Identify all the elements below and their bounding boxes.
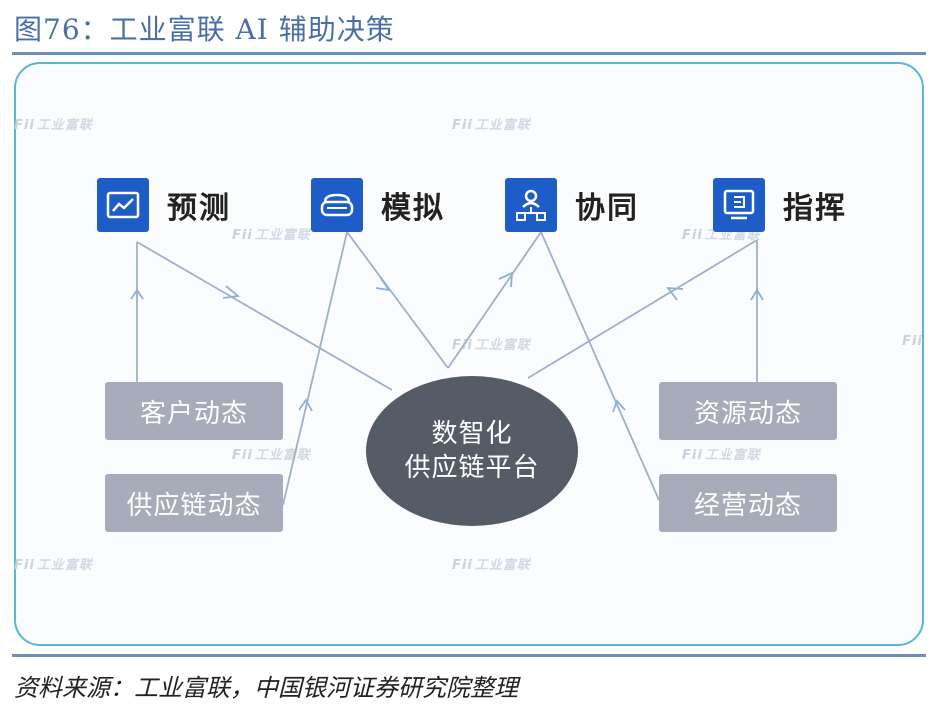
watermark-logo: Fii bbox=[452, 118, 473, 133]
link-simulation-supplychain bbox=[282, 231, 348, 506]
watermark-logo: Fii bbox=[902, 334, 923, 349]
arrow-supplychain-simulation bbox=[298, 398, 313, 412]
link-hub-command bbox=[527, 239, 758, 379]
hub-line-1: 数智化 bbox=[431, 419, 513, 449]
arrow-forecast-hub bbox=[222, 285, 241, 299]
watermark-logo: Fii bbox=[682, 228, 703, 243]
arrow-simulation-hub bbox=[375, 276, 391, 292]
node-hub: 数智化 供应链平台 bbox=[366, 376, 578, 526]
node-collaboration: 协同 bbox=[505, 178, 639, 232]
watermark-text: 工业富联 bbox=[704, 448, 761, 463]
node-collaboration-label: 协同 bbox=[575, 191, 639, 226]
arrow-hub-command bbox=[666, 286, 684, 301]
source-divider bbox=[12, 654, 926, 657]
watermark-logo: Fii bbox=[452, 558, 473, 573]
watermark-text: 工业富联 bbox=[36, 558, 93, 573]
node-forecast-label: 预测 bbox=[167, 191, 231, 226]
node-customer: 客户动态 bbox=[105, 382, 283, 440]
link-hub-collaboration bbox=[447, 231, 542, 369]
node-command: 指挥 bbox=[713, 178, 847, 232]
figure-source: 资料来源：工业富联，中国银河证券研究院整理 bbox=[14, 674, 518, 702]
line-chart-icon bbox=[97, 178, 149, 232]
node-simulation-label: 模拟 bbox=[381, 191, 445, 226]
watermark: Fii bbox=[902, 334, 925, 349]
node-operation: 经营动态 bbox=[659, 474, 837, 532]
link-simulation-hub bbox=[346, 231, 449, 369]
hub-line-2: 供应链平台 bbox=[404, 453, 540, 483]
watermark-text: 工业富联 bbox=[474, 558, 531, 573]
watermark-logo: Fii bbox=[232, 448, 253, 463]
title-divider bbox=[12, 52, 926, 55]
link-forecast-hub bbox=[136, 241, 393, 391]
arrow-hub-collaboration bbox=[498, 271, 514, 288]
watermark-text: 工业富联 bbox=[254, 228, 311, 243]
arrow-operation-collaboration bbox=[612, 399, 626, 413]
figure-title: 图76：工业富联 AI 辅助决策 bbox=[14, 13, 395, 46]
watermark-text: 工业富联 bbox=[474, 118, 531, 133]
link-collaboration-operation bbox=[540, 231, 660, 501]
watermark-logo: Fii bbox=[14, 558, 35, 573]
watermark-text: 工业富联 bbox=[36, 118, 93, 133]
node-command-label: 指挥 bbox=[783, 191, 847, 226]
watermark-logo: Fii bbox=[682, 448, 703, 463]
monitor-icon bbox=[713, 178, 765, 232]
watermark-logo: Fii bbox=[14, 118, 35, 133]
watermark-logo: Fii bbox=[232, 228, 253, 243]
arrow-resource-command bbox=[750, 288, 764, 301]
arrow-customer-forecast bbox=[130, 288, 144, 300]
diagram-panel bbox=[14, 62, 924, 646]
network-user-icon bbox=[505, 178, 557, 232]
node-forecast: 预测 bbox=[97, 178, 231, 232]
watermark-text: 工业富联 bbox=[474, 338, 531, 353]
vr-headset-icon bbox=[311, 178, 363, 232]
node-simulation: 模拟 bbox=[311, 178, 445, 232]
node-supply-chain: 供应链动态 bbox=[105, 474, 283, 532]
node-resource: 资源动态 bbox=[659, 382, 837, 440]
